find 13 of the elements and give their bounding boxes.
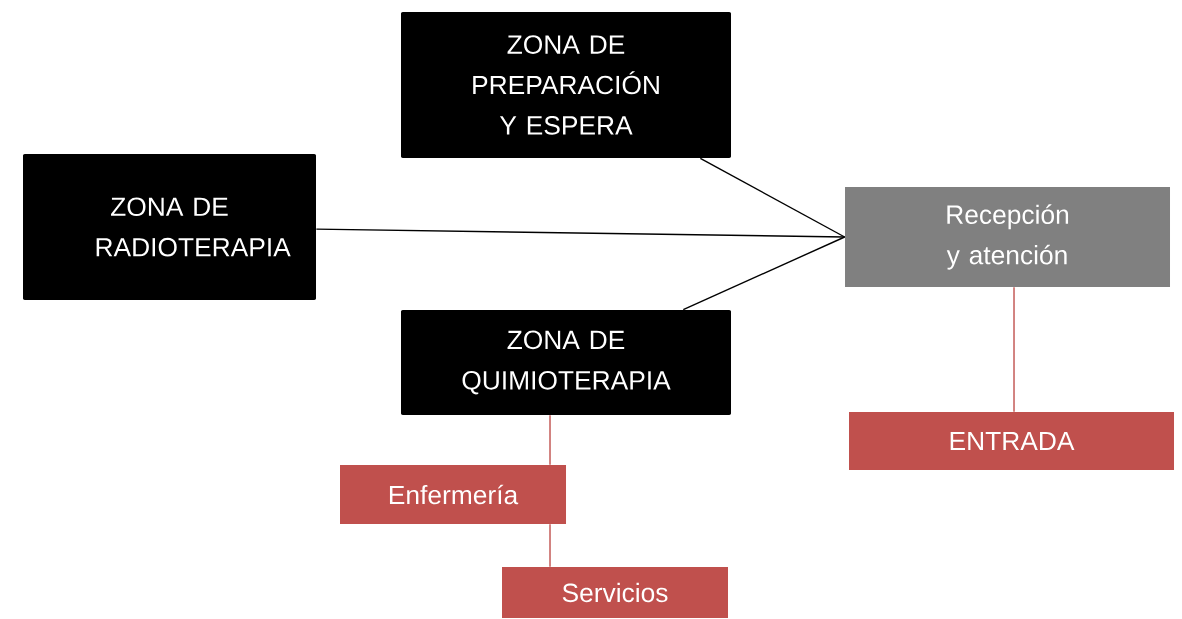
connector-line bbox=[682, 236, 846, 311]
zone-box: ENTRADA bbox=[849, 412, 1174, 470]
connector-line bbox=[699, 157, 846, 238]
connector-line bbox=[549, 414, 551, 466]
connector-line bbox=[315, 228, 846, 238]
zone-box: ZONA DE PREPARACIÓN Y ESPERA bbox=[401, 12, 731, 158]
connector-line bbox=[1013, 286, 1015, 413]
connector-line bbox=[549, 523, 551, 568]
zone-box: Servicios bbox=[502, 567, 728, 618]
zone-box: ZONA DE RADIOTERAPIA bbox=[23, 154, 316, 300]
zone-box: Enfermería bbox=[340, 465, 566, 524]
zone-box: ZONA DE QUIMIOTERAPIA bbox=[401, 310, 731, 415]
zone-box: Recepción y atención bbox=[845, 187, 1170, 287]
